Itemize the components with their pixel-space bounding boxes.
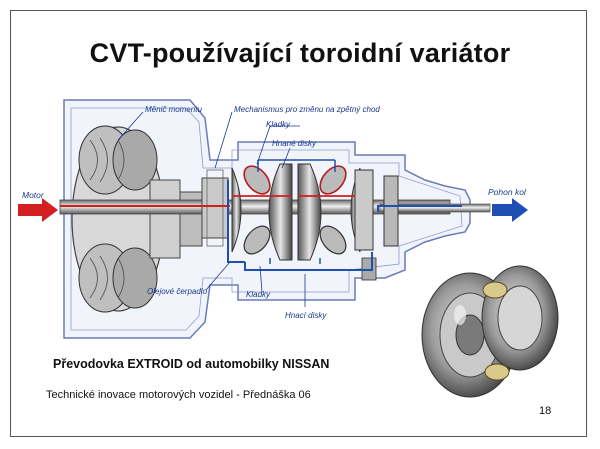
label-driven-discs: Hnané disky [272, 139, 317, 148]
output-shaft [379, 203, 491, 213]
label-rollers-bottom: Kladky [246, 290, 271, 299]
power-flow-lines [60, 159, 462, 271]
label-reverse-mechanism: Mechanismus pro změnu na zpětný chod [234, 105, 380, 114]
oil-pump [201, 169, 229, 247]
toroidal-variator [231, 163, 399, 281]
slide-caption: Převodovka EXTROID od automobilky NISSAN [53, 357, 330, 371]
torque-converter [71, 125, 203, 313]
label-oil-pump: Olejové čerpadlo [147, 287, 208, 296]
label-output: Pohon kol [488, 187, 527, 197]
slide-footer: Technické inovace motorových vozidel - P… [46, 389, 311, 401]
label-motor: Motor [22, 190, 45, 200]
variator-photo [418, 262, 564, 408]
slide-title: CVT-používající toroidní variátor [89, 38, 511, 68]
input-arrow: Motor [18, 190, 58, 222]
page-number: 18 [539, 405, 552, 417]
callout-lines [117, 111, 306, 307]
label-torque-converter: Měnič momentu [145, 105, 202, 114]
label-rollers-top: Kladky [266, 120, 291, 129]
transmission-housing [63, 99, 471, 339]
label-driving-discs: Hnací disky [285, 311, 327, 320]
output-arrow: Pohon kol [488, 187, 528, 222]
